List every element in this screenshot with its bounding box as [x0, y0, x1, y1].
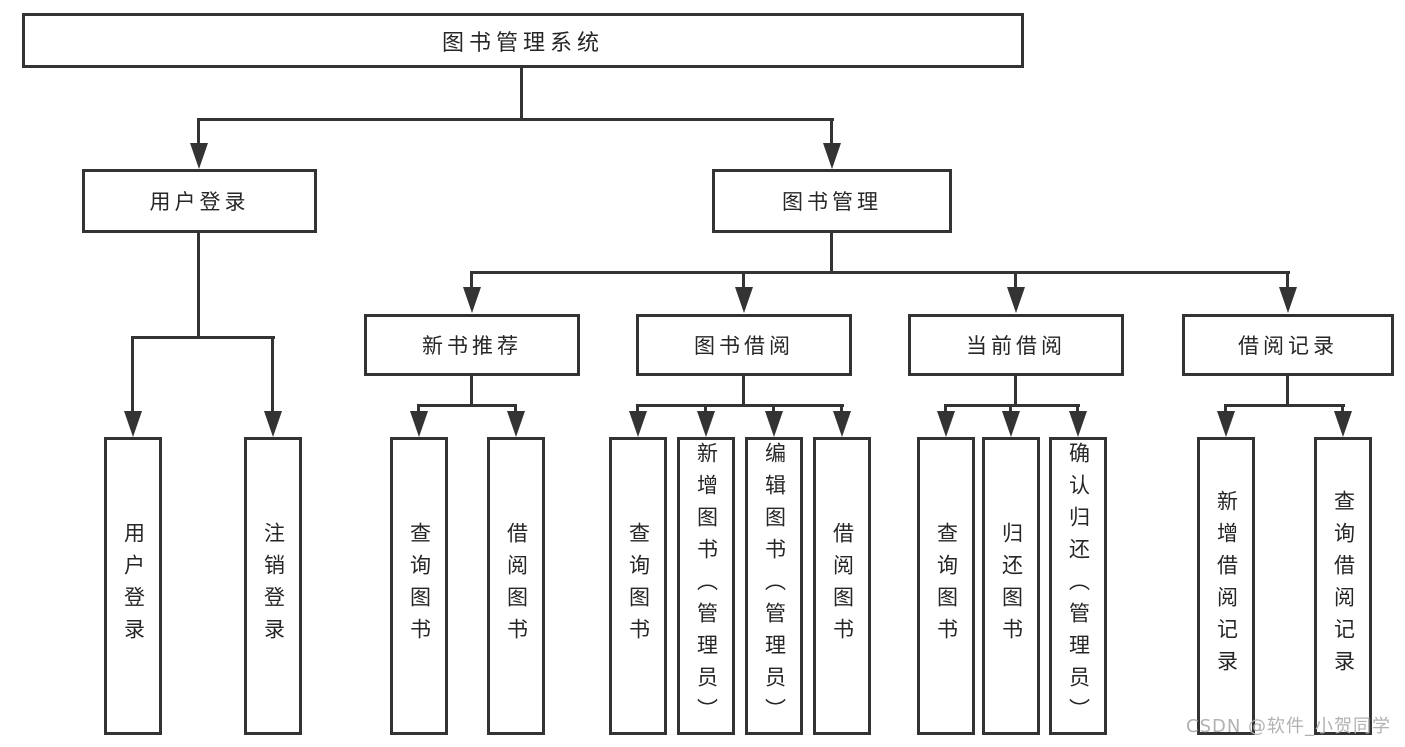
node-current-borrowing-label: 当前借阅	[966, 334, 1066, 358]
connector-leaf-user-login-drop	[131, 338, 134, 412]
leaf-user-login-label: 用户登录	[121, 522, 146, 650]
connector-user-login-drop	[197, 120, 200, 145]
connector-leaf-b1-drop	[417, 405, 420, 412]
arrowhead-leaf-borrow-books-borrowing	[833, 411, 851, 437]
leaf-borrow-books-borrowing: 借阅图书	[813, 437, 871, 735]
arrowhead-book-management	[823, 143, 841, 169]
arrowhead-leaf-query-books-current	[937, 411, 955, 437]
leaf-query-borrow-record: 查询借阅记录	[1314, 437, 1372, 735]
connector-user-login-rail	[131, 336, 275, 339]
arrowhead-leaf-query-borrow-record	[1334, 411, 1352, 437]
connector-leaf-b2-drop	[514, 405, 517, 412]
leaf-confirm-return-admin-label: 确认归还（管理员）	[1066, 442, 1091, 730]
connector-leaf-d3-drop	[1076, 405, 1079, 412]
arrowhead-user-login	[190, 143, 208, 169]
leaf-borrow-books-borrowing-label: 借阅图书	[830, 522, 855, 650]
leaf-query-books-current-label: 查询图书	[934, 522, 959, 650]
node-borrowing-records-label: 借阅记录	[1238, 334, 1338, 358]
arrowhead-leaf-user-login	[124, 411, 142, 437]
connector-leaf-logout-drop	[271, 338, 274, 412]
leaf-add-books-admin-label: 新增图书（管理员）	[694, 442, 719, 730]
leaf-query-books-recommend-label: 查询图书	[407, 522, 432, 650]
connector-book-borrowing-rail	[636, 404, 844, 407]
arrowhead-leaf-add-books-admin	[697, 411, 715, 437]
arrowhead-leaf-query-books-recommend	[410, 411, 428, 437]
arrowhead-leaf-confirm-return-admin	[1069, 411, 1087, 437]
connector-borrowing-records-stem	[1286, 376, 1289, 407]
leaf-edit-books-admin-label: 编辑图书（管理员）	[762, 442, 787, 730]
node-new-book-recommendation: 新书推荐	[364, 314, 580, 376]
leaf-query-books-borrowing-label: 查询图书	[626, 522, 651, 650]
arrowhead-leaf-logout	[264, 411, 282, 437]
leaf-add-borrow-record-label: 新增借阅记录	[1214, 490, 1239, 682]
node-user-login-label: 用户登录	[149, 190, 250, 214]
leaf-borrow-books-recommend: 借阅图书	[487, 437, 545, 735]
connector-leaf-c3-drop	[772, 405, 775, 412]
node-borrowing-records: 借阅记录	[1182, 314, 1394, 376]
leaf-return-books: 归还图书	[982, 437, 1040, 735]
connector-book-management-drop	[830, 120, 833, 145]
arrowhead-current-borrowing	[1007, 287, 1025, 313]
connector-level2-rail	[197, 118, 834, 121]
node-root-label: 图书管理系统	[441, 30, 604, 56]
connector-borrowing-records-drop	[1286, 273, 1289, 289]
connector-borrowing-records-rail	[1224, 404, 1345, 407]
arrowhead-new-book-recommendation	[463, 287, 481, 313]
connector-new-book-drop	[470, 273, 473, 289]
node-new-book-recommendation-label: 新书推荐	[422, 334, 522, 358]
connector-new-book-stem	[470, 376, 473, 407]
leaf-confirm-return-admin: 确认归还（管理员）	[1049, 437, 1107, 735]
connector-leaf-e1-drop	[1224, 405, 1227, 412]
connector-current-borrowing-stem	[1014, 376, 1017, 407]
connector-leaf-c1-drop	[636, 405, 639, 412]
connector-current-borrowing-drop	[1014, 273, 1017, 289]
node-book-management-label: 图书管理	[782, 190, 882, 214]
leaf-user-login: 用户登录	[104, 437, 162, 735]
connector-book-management-stem	[830, 233, 833, 273]
leaf-borrow-books-recommend-label: 借阅图书	[504, 522, 529, 650]
node-book-borrowing: 图书借阅	[636, 314, 852, 376]
connector-new-book-rail	[417, 404, 517, 407]
arrowhead-leaf-edit-books-admin	[765, 411, 783, 437]
leaf-query-books-recommend: 查询图书	[390, 437, 448, 735]
connector-book-borrowing-stem	[742, 376, 745, 407]
csdn-watermark: CSDN @软件_小贺同学	[1186, 716, 1392, 737]
connector-root-stem	[520, 68, 523, 121]
leaf-query-books-current: 查询图书	[917, 437, 975, 735]
leaf-add-borrow-record: 新增借阅记录	[1197, 437, 1255, 735]
arrowhead-leaf-add-borrow-record	[1217, 411, 1235, 437]
leaf-query-borrow-record-label: 查询借阅记录	[1331, 490, 1356, 682]
leaf-return-books-label: 归还图书	[999, 522, 1024, 650]
connector-current-borrowing-rail	[944, 404, 1080, 407]
arrowhead-borrowing-records	[1279, 287, 1297, 313]
leaf-logout: 注销登录	[244, 437, 302, 735]
connector-user-login-stem	[197, 233, 200, 339]
node-root: 图书管理系统	[22, 13, 1024, 68]
arrowhead-leaf-borrow-books-recommend	[507, 411, 525, 437]
node-current-borrowing: 当前借阅	[908, 314, 1124, 376]
connector-level3-rail	[470, 271, 1290, 274]
node-book-management: 图书管理	[712, 169, 952, 233]
node-user-login: 用户登录	[82, 169, 317, 233]
connector-leaf-e2-drop	[1341, 405, 1344, 412]
leaf-query-books-borrowing: 查询图书	[609, 437, 667, 735]
leaf-edit-books-admin: 编辑图书（管理员）	[745, 437, 803, 735]
leaf-logout-label: 注销登录	[261, 522, 286, 650]
connector-leaf-d2-drop	[1009, 405, 1012, 412]
connector-leaf-c4-drop	[840, 405, 843, 412]
arrowhead-book-borrowing	[735, 287, 753, 313]
leaf-add-books-admin: 新增图书（管理员）	[677, 437, 735, 735]
connector-leaf-c2-drop	[704, 405, 707, 412]
arrowhead-leaf-query-books-borrowing	[629, 411, 647, 437]
node-book-borrowing-label: 图书借阅	[694, 334, 794, 358]
connector-leaf-d1-drop	[944, 405, 947, 412]
arrowhead-leaf-return-books	[1002, 411, 1020, 437]
connector-book-borrowing-drop	[742, 273, 745, 289]
